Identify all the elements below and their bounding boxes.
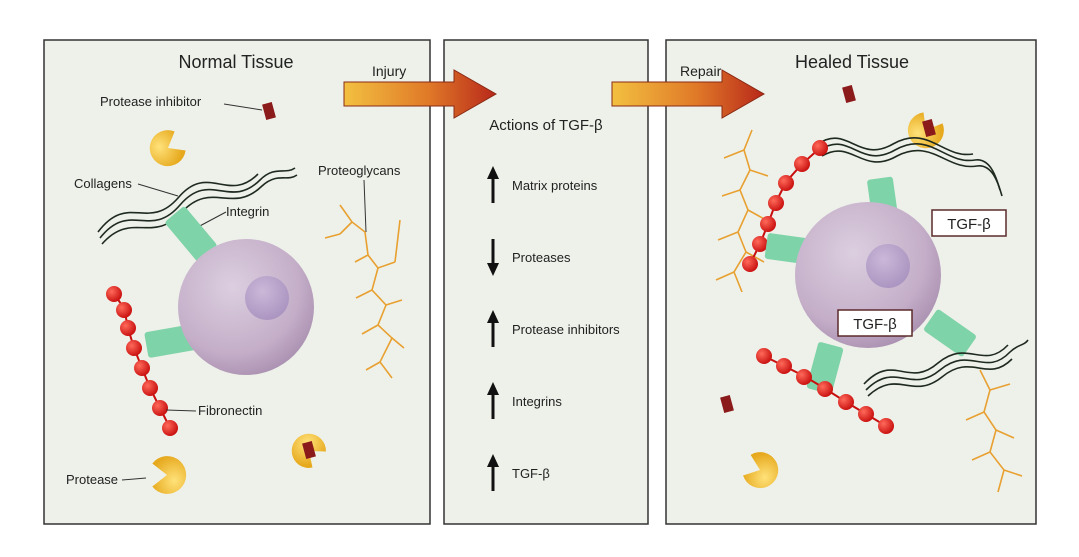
panel-normal-tissue: Normal Tissue Protease inhibitor Collage… [44, 40, 430, 524]
panel-title-healed: Healed Tissue [795, 52, 909, 72]
label-protease: Protease [66, 472, 118, 487]
label-integrin: Integrin [226, 204, 269, 219]
label-proteoglycans: Proteoglycans [318, 163, 401, 178]
action-label: Integrins [512, 394, 562, 409]
label-collagens: Collagens [74, 176, 132, 191]
panel-title-actions: Actions of TGF-β [489, 117, 603, 134]
panel-actions: Actions of TGF-β Matrix proteinsProtease… [444, 40, 648, 524]
label-fibronectin: Fibronectin [198, 403, 262, 418]
cell-nucleus [245, 276, 289, 320]
injury-label: Injury [372, 63, 406, 79]
tgf-beta-box-label: TGF-β [853, 316, 897, 333]
action-label: Proteases [512, 250, 571, 265]
cell-body [178, 239, 314, 375]
panel-title-normal: Normal Tissue [178, 52, 293, 72]
cell-nucleus [866, 244, 910, 288]
action-label: Matrix proteins [512, 178, 598, 193]
panel-frame [444, 40, 648, 524]
tgf-beta-box-label: TGF-β [947, 216, 991, 233]
repair-label: Repair [680, 63, 722, 79]
label-protease-inhibitor: Protease inhibitor [100, 94, 202, 109]
action-label: TGF-β [512, 466, 550, 481]
action-label: Protease inhibitors [512, 322, 620, 337]
